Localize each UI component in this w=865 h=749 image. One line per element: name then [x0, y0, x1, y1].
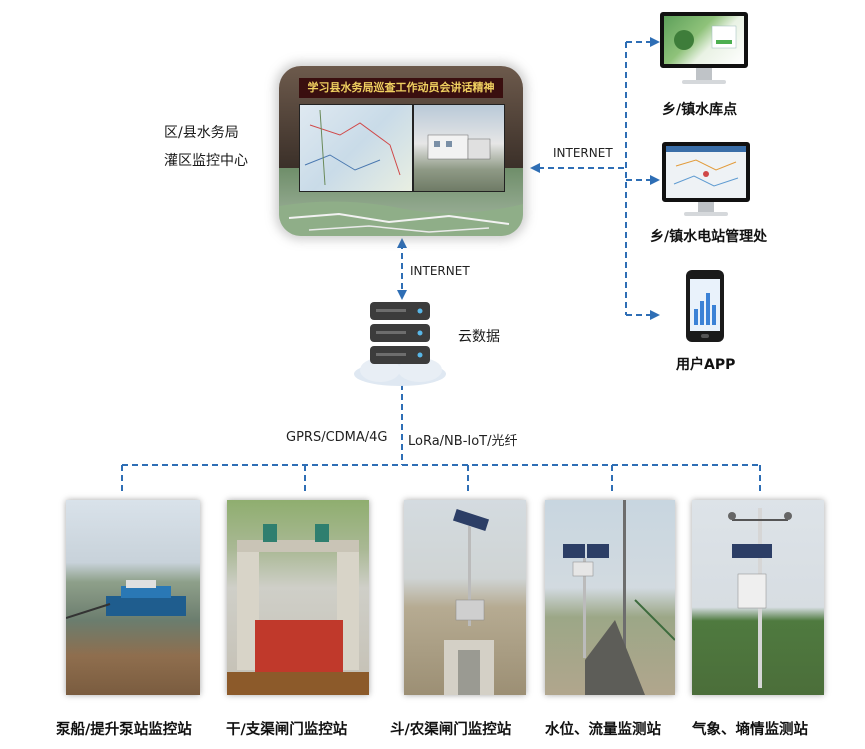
control-center-banner: 学习县水务局巡查工作动员会讲话精神 — [299, 78, 503, 98]
weather-station-photo — [692, 500, 824, 695]
control-center-photo: 学习县水务局巡查工作动员会讲话精神 — [279, 66, 523, 236]
farm-canal-gate-photo — [404, 500, 526, 695]
station-label-pump: 泵船/提升泵站监控站 — [56, 722, 192, 738]
center-label-line1: 区/县水务局 — [164, 125, 239, 141]
cloud-label: 云数据 — [458, 329, 500, 345]
center-label-line2: 灌区监控中心 — [164, 153, 248, 169]
station-label-weather: 气象、墒情监测站 — [692, 722, 808, 738]
monitor-screen — [660, 12, 748, 68]
network-label-gprs: GPRS/CDMA/4G — [286, 430, 388, 445]
station-label-water-level: 水位、流量监测站 — [545, 722, 661, 738]
sand-table-model — [279, 201, 523, 236]
cloud-server-icon — [354, 302, 446, 386]
video-wall-camera — [413, 104, 505, 192]
client-label-app: 用户APP — [676, 357, 736, 373]
network-label-lora: LoRa/NB-IoT/光纤 — [408, 434, 518, 449]
station-label-farm-canal: 斗/农渠闸门监控站 — [390, 722, 512, 738]
client-label-hydropower: 乡/镇水电站管理处 — [650, 229, 768, 245]
station-label-main-canal: 干/支渠闸门监控站 — [226, 722, 348, 738]
pump-station-photo — [66, 500, 200, 695]
internet-label-right: INTERNET — [553, 146, 613, 160]
hydropower-monitor — [662, 142, 752, 217]
client-label-reservoir: 乡/镇水库点 — [662, 102, 738, 118]
internet-label-down: INTERNET — [410, 264, 470, 278]
monitor-screen — [662, 142, 750, 202]
video-wall-map — [299, 104, 413, 192]
water-level-station-photo — [545, 500, 675, 695]
smartphone-icon — [686, 270, 724, 342]
main-canal-gate-photo — [227, 500, 369, 695]
reservoir-monitor — [660, 12, 750, 87]
